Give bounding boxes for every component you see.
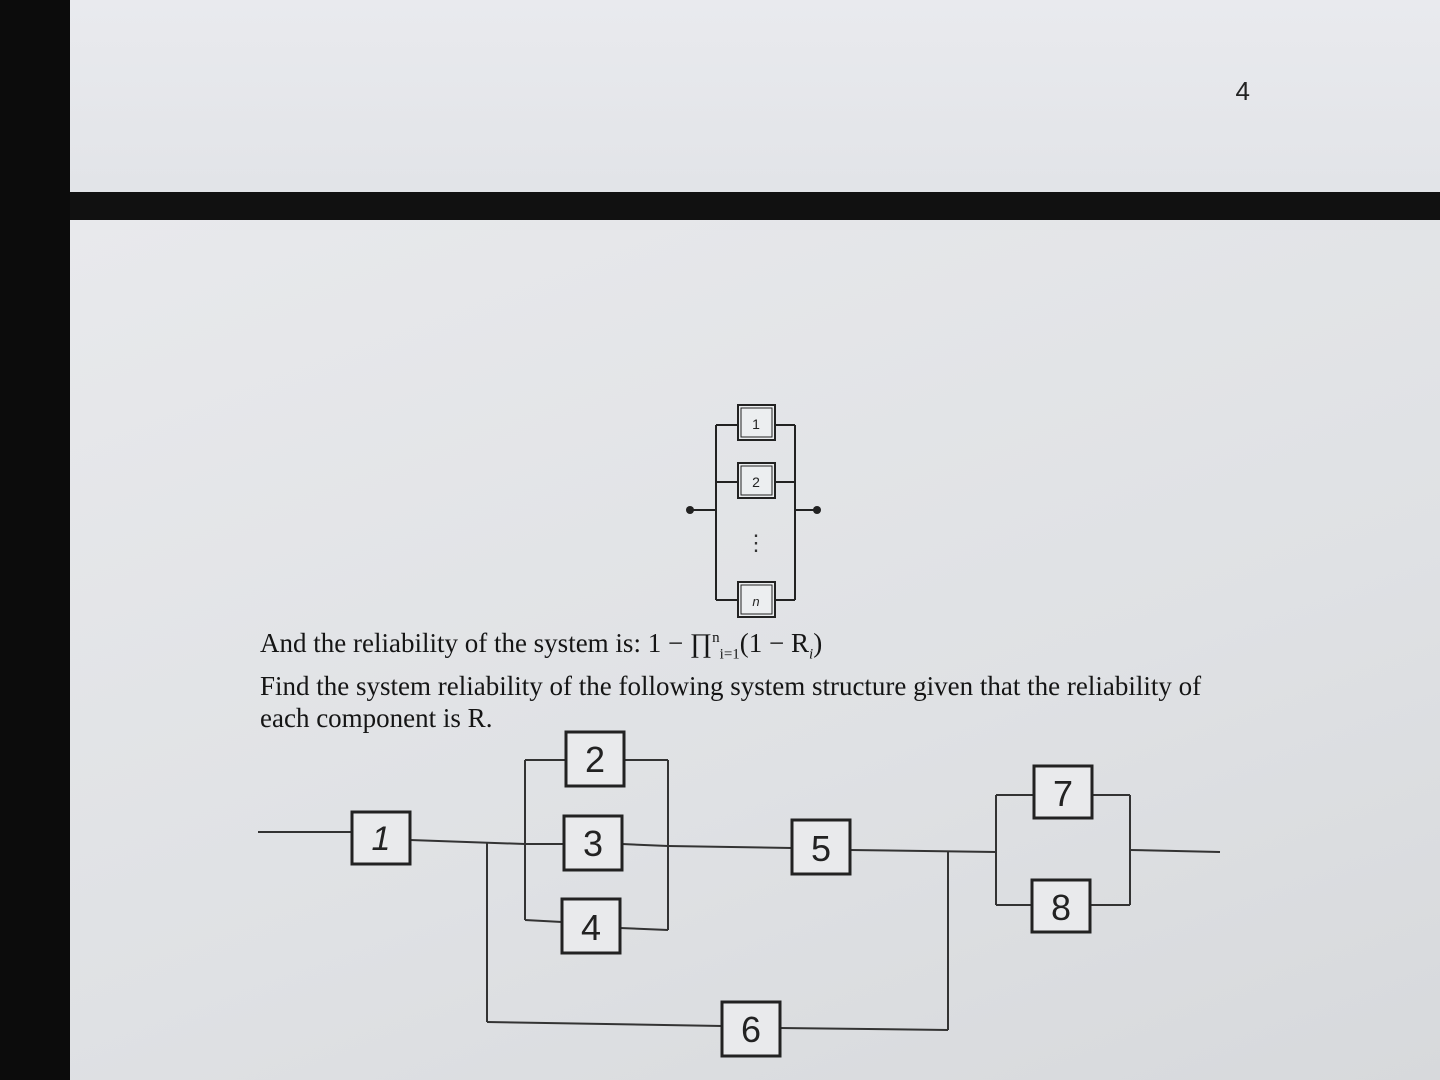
svg-text:3: 3: [583, 823, 603, 864]
svg-text:5: 5: [811, 828, 831, 869]
input-terminal: [686, 506, 694, 514]
block-3: 3: [562, 814, 624, 872]
ref-ellipsis: ⋮: [745, 530, 767, 555]
screen-left-edge: [0, 0, 70, 1080]
previous-page: 4: [70, 0, 1440, 192]
block-8: 8: [1030, 878, 1092, 934]
ref-block-n: n: [737, 581, 776, 618]
svg-text:1: 1: [372, 820, 391, 858]
svg-text:n: n: [752, 594, 759, 609]
block-5: 5: [790, 818, 852, 876]
block-4: 4: [560, 897, 622, 955]
svg-text:1: 1: [752, 416, 760, 432]
question-line-1: Find the system reliability of the follo…: [260, 671, 1202, 702]
block-7: 7: [1032, 764, 1094, 820]
page-divider: [70, 192, 1440, 220]
page-number: 4: [1235, 76, 1250, 106]
question-text: And the reliability of the system is: 1 …: [260, 622, 1240, 734]
question-line-2: each component is R.: [260, 703, 493, 734]
output-terminal: [813, 506, 821, 514]
svg-text:8: 8: [1051, 887, 1071, 928]
svg-text:2: 2: [585, 739, 605, 780]
block-6: 6: [720, 1000, 782, 1058]
ref-block-2: 2: [737, 462, 776, 499]
svg-text:4: 4: [581, 907, 601, 948]
ref-block-1: 1: [737, 404, 776, 441]
reliability-formula: And the reliability of the system is: 1 …: [260, 628, 823, 663]
block-1: 1: [350, 810, 412, 866]
svg-text:7: 7: [1053, 773, 1073, 814]
svg-text:6: 6: [741, 1009, 761, 1050]
block-2: 2: [564, 730, 626, 788]
svg-text:2: 2: [752, 474, 760, 490]
document-page: [70, 220, 1440, 1080]
